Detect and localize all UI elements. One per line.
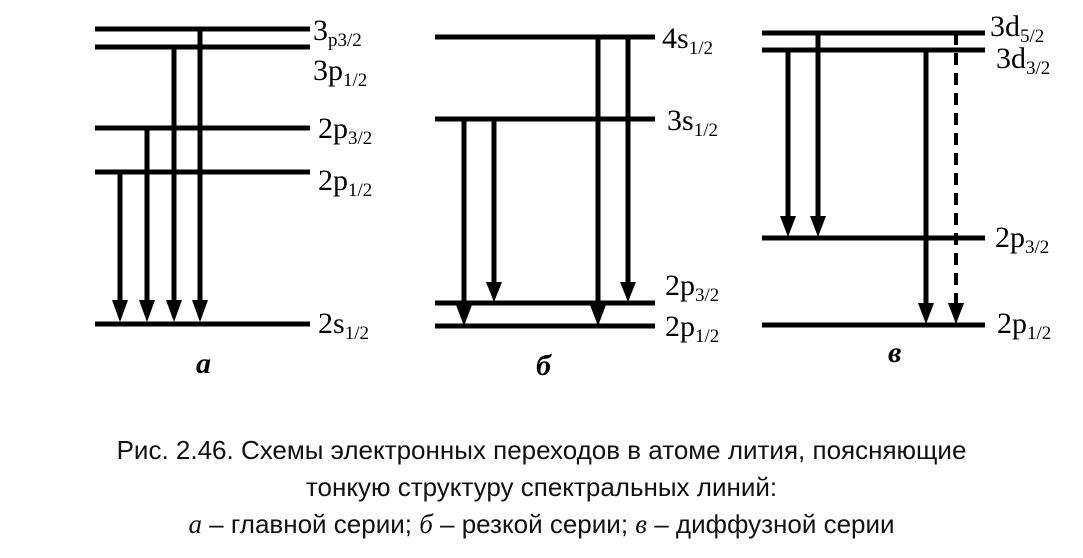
label-c-2p12: 2p1/2	[997, 307, 1051, 344]
arrowhead	[810, 216, 826, 237]
label-c-2p32: 2p3/2	[995, 221, 1049, 258]
panel-label-c: в	[888, 336, 901, 369]
panel-c: 3d5/2 3d3/2 2p3/2 2p1/2 в	[762, 10, 1051, 369]
label-a-2p32: 2p3/2	[318, 112, 372, 149]
energy-level-diagram: 3p3/2 3p1/2 2p3/2 2p1/2 2s1/2 а 4s1/2 3s…	[95, 10, 1051, 382]
panel-label-a: а	[196, 347, 211, 380]
caption-line-3: а – главной серии; б – резкой серии; в –…	[0, 506, 1083, 543]
caption-text-c: – диффузной серии	[647, 509, 895, 539]
caption-key-c: в	[635, 509, 647, 539]
arrowhead	[918, 303, 934, 324]
panel-a: 3p3/2 3p1/2 2p3/2 2p1/2 2s1/2 а	[95, 14, 372, 380]
arrowhead	[166, 300, 182, 322]
caption-text-b: – резкой серии;	[432, 509, 636, 539]
arrowhead	[192, 300, 208, 322]
label-b-4s12: 4s1/2	[662, 22, 713, 59]
arrowhead	[780, 216, 796, 237]
arrowhead	[948, 303, 964, 324]
arrowhead	[112, 300, 128, 322]
caption-text-a: – главной серии;	[201, 509, 420, 539]
label-a-3p12: 3p1/2	[313, 54, 367, 91]
label-a-2s12: 2s1/2	[318, 307, 369, 344]
arrowhead	[456, 305, 472, 326]
panel-b: 4s1/2 3s1/2 2p3/2 2p1/2 б	[435, 22, 719, 382]
label-b-3s12: 3s1/2	[667, 104, 718, 141]
arrowhead	[486, 282, 502, 302]
caption-key-b: б	[419, 509, 433, 539]
panel-label-b: б	[536, 349, 552, 382]
arrowhead	[620, 282, 636, 302]
label-c-3d32: 3d3/2	[996, 42, 1050, 79]
caption-line-2: тонкую структуру спектральных линий:	[305, 472, 778, 502]
label-b-2p32: 2p3/2	[665, 269, 719, 306]
label-b-2p12: 2p1/2	[665, 310, 719, 347]
label-c-3d52: 3d5/2	[990, 10, 1044, 47]
label-a-2p12: 2p1/2	[318, 164, 372, 201]
caption-line-1: Рис. 2.46. Схемы электронных переходов в…	[116, 435, 967, 465]
arrowhead	[590, 305, 606, 326]
figure-caption: Рис. 2.46. Схемы электронных переходов в…	[0, 432, 1083, 543]
label-a-3p32: 3p3/2	[313, 14, 362, 51]
arrowhead	[139, 300, 155, 322]
caption-key-a: а	[188, 509, 202, 539]
